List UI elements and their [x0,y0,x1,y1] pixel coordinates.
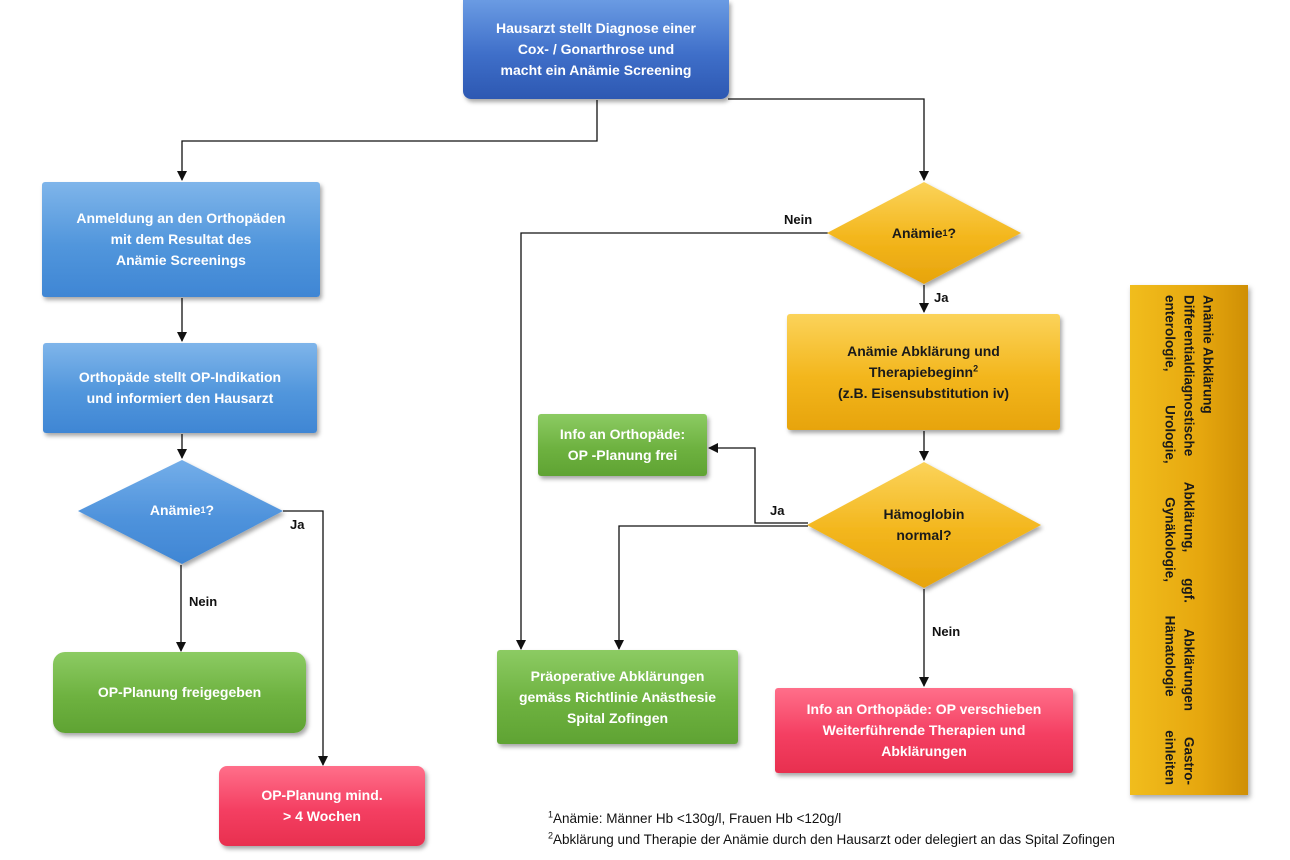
footnote-ref-2: 2 [973,362,979,373]
edge-label-hb-ja: Ja [770,503,785,518]
edge-hb-ja-to-preop [614,525,808,650]
edge-label-left-nein: Nein [189,594,218,609]
workup-node: Anämie Abklärung und Therapiebeginn2 (z.B… [787,314,1060,430]
decision-anemia-left-q: ? [205,501,215,518]
edge-anemia-left-ja [283,510,328,766]
footnote-1: 1Anämie: Männer Hb <130g/l, Frauen Hb <1… [548,808,1115,829]
footnote-2: 2Abklärung und Therapie der Anämie durch… [548,829,1115,850]
edge-label-hb-nein: Nein [932,624,961,639]
op-delay-node: OP-Planung mind. > 4 Wochen [219,766,425,846]
decision-anemia-right-text: Anämie [891,224,943,241]
edge-label-left-ja: Ja [290,517,305,532]
sidebar-line-2: enterologie, Urologie, Gynäkologie, Häma… [1162,295,1178,785]
decision-hemoglobin-label: Hämoglobin normal? [854,503,994,547]
footnote-2-mark: 2 [548,830,554,841]
decision-anemia-left-text: Anämie [149,501,201,518]
info-free-node: Info an Orthopäde: OP -Planung frei [538,414,707,476]
decision-hemoglobin-text: Hämoglobin normal? [883,506,965,543]
footnote-1-mark: 1 [548,809,554,820]
indication-node-label: Orthopäde stellt OP-Indikation und infor… [78,369,282,406]
footnotes: 1Anämie: Männer Hb <130g/l, Frauen Hb <1… [548,808,1115,850]
op-released-node-label: OP-Planung freigegeben [97,684,262,700]
decision-anemia-right-shape [827,182,1021,284]
workup-node-example: (z.B. Eisensubstitution iv) [837,384,1010,401]
sidebar-text: Anämie Abklärung Differentialdiagnostisc… [1161,295,1218,785]
preop-node: Präoperative Abklärungen gemäss Richtlin… [497,650,738,744]
registration-node: Anmeldung an den Orthopäden mit dem Resu… [42,182,320,297]
op-delay-node-label: OP-Planung mind. > 4 Wochen [261,787,383,824]
workup-node-text: Anämie Abklärung und Therapiebeginn2 (z.B… [838,341,1009,404]
postpone-node-label: Info an Orthopäde: OP verschieben Weiter… [806,701,1042,759]
edge-label-right-nein: Nein [784,212,813,227]
anemia-workup-sidebar: Anämie Abklärung Differentialdiagnostisc… [1130,285,1248,795]
indication-node: Orthopäde stellt OP-Indikation und infor… [43,343,317,433]
preop-node-label: Präoperative Abklärungen gemäss Richtlin… [518,667,717,726]
decision-anemia-left-shape [78,460,283,564]
edge-start-to-registration [177,100,598,181]
sidebar-line-1: Differentialdiagnostische Abklärung, ggf… [1181,295,1197,785]
postpone-node: Info an Orthopäde: OP verschieben Weiter… [775,688,1073,773]
workup-node-label: Anämie Abklärung und Therapiebeginn [847,342,1000,380]
registration-node-label: Anmeldung an den Orthopäden mit dem Resu… [76,210,286,268]
info-free-node-label: Info an Orthopäde: OP -Planung frei [559,426,686,463]
start-node: Hausarzt stellt Diagnose einer Cox- / Go… [463,0,729,99]
op-released-node: OP-Planung freigegeben [53,652,306,733]
footnote-1-text: Anämie: Männer Hb <130g/l, Frauen Hb <12… [553,811,842,826]
edge-start-to-anemia-right [728,98,929,181]
edge-label-right-ja: Ja [934,290,949,305]
edge-anemia-right-nein [516,232,828,650]
edge-hb-ja-to-info [708,443,808,524]
footnote-2-text: Abklärung und Therapie der Anämie durch … [553,832,1115,847]
sidebar-title: Anämie Abklärung [1200,295,1216,414]
start-node-label: Hausarzt stellt Diagnose einer Cox- / Go… [496,20,696,78]
decision-anemia-right-q: ? [947,224,957,241]
decision-hemoglobin-shape [807,462,1041,588]
